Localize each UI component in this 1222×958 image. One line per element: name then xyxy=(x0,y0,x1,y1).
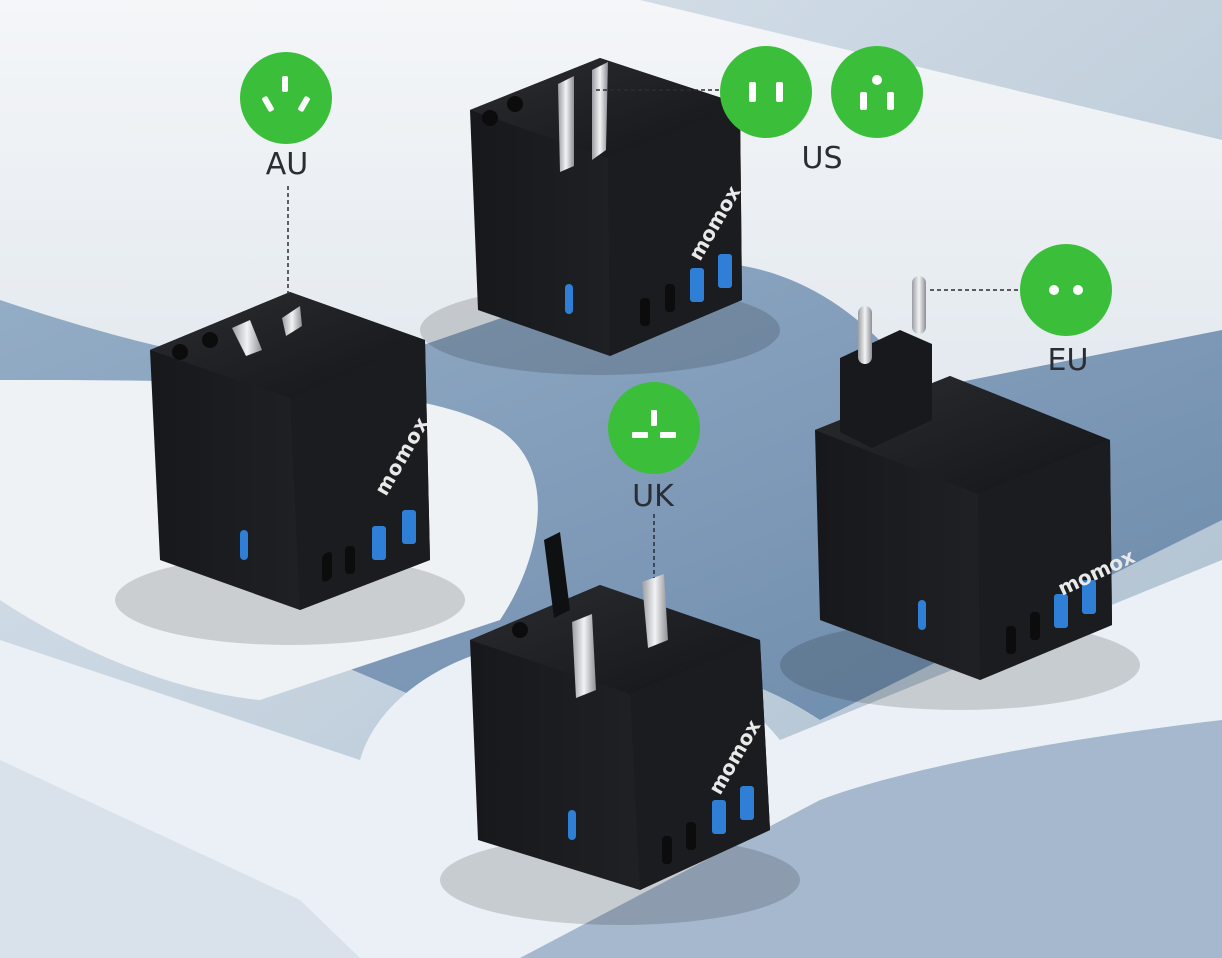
uk-adapter xyxy=(440,532,800,925)
leader-lines xyxy=(287,89,1022,578)
us-two-pin-socket-icon xyxy=(749,82,783,102)
uk-socket-badge xyxy=(608,382,700,474)
au-adapter xyxy=(115,292,465,645)
us-adapter xyxy=(420,58,780,375)
au-label: AU xyxy=(266,147,308,182)
eu-label: EU xyxy=(1048,343,1089,378)
uk-plug-socket-icon xyxy=(632,410,676,438)
au-plug-socket-icon xyxy=(262,76,310,112)
eu-socket-badge xyxy=(1020,244,1112,336)
us-three-pin-badge xyxy=(831,46,923,138)
eu-adapter xyxy=(780,276,1140,710)
uk-label: UK xyxy=(632,479,675,514)
au-socket-badge xyxy=(240,52,332,144)
us-two-pin-badge xyxy=(720,46,812,138)
eu-plug-socket-icon xyxy=(1049,285,1083,295)
us-three-pin-socket-icon xyxy=(860,75,894,110)
us-label: US xyxy=(801,141,842,176)
